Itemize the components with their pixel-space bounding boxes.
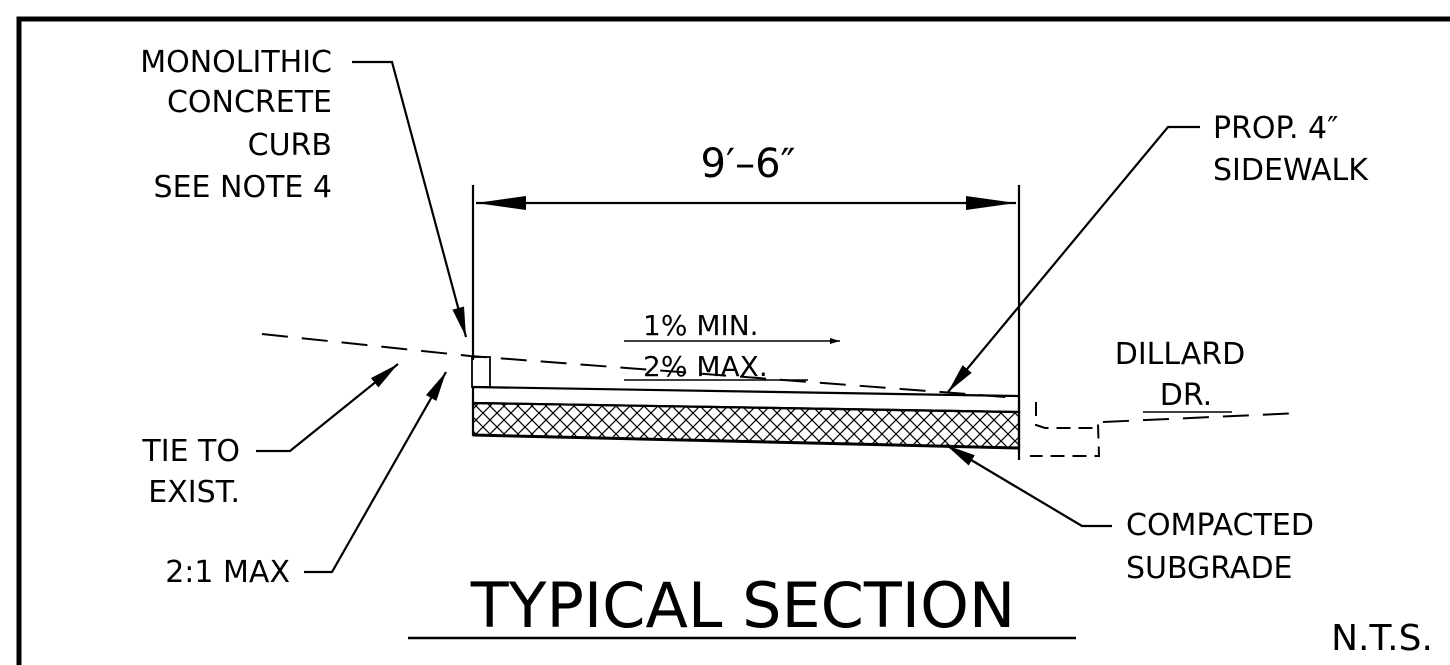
road-grade-line [1102, 412, 1301, 423]
tie-label: TIE TO EXIST. [141, 434, 240, 510]
subgrade-leader [945, 444, 1112, 528]
max-slope-leader [304, 371, 447, 574]
drawing-border [16, 16, 1450, 665]
width-dimension-label: 9′–6″ [701, 141, 796, 187]
subgrade-label: COMPACTED SUBGRADE [1126, 508, 1314, 586]
road-label: DILLARD DR. [1115, 337, 1246, 413]
sidewalk-label: PROP. 4″ SIDEWALK [1213, 111, 1369, 188]
sidewalk-leader [947, 125, 1200, 393]
curb-label-line1: MONOLITHIC [140, 45, 332, 80]
road-curb-dashed [1030, 402, 1101, 457]
tie-label-line2: EXIST. [148, 475, 240, 510]
curb-label-line2: CONCRETE [167, 85, 332, 120]
scale-label: N.T.S. [1331, 618, 1433, 659]
curb [471, 356, 491, 388]
curb-label-line4: SEE NOTE 4 [154, 170, 332, 205]
road-label-line1: DILLARD [1115, 337, 1246, 372]
existing-grade-line [261, 333, 1020, 399]
max-slope-label: 2:1 MAX [165, 555, 290, 590]
sidewalk-label-line2: SIDEWALK [1213, 153, 1369, 188]
subgrade-label-line1: COMPACTED [1126, 508, 1314, 543]
subgrade-bottom [472, 433, 1020, 450]
slope-min-label: 1% MIN. [643, 309, 759, 342]
tie-leader [256, 363, 399, 453]
curb-label-line3: CURB [248, 128, 332, 163]
tie-label-line1: TIE TO [141, 434, 240, 469]
drawing-title: TYPICAL SECTION [470, 569, 1016, 642]
curb-label: MONOLITHIC CONCRETE CURB SEE NOTE 4 [140, 45, 332, 205]
curb-leader [352, 60, 468, 338]
road-label-line2: DR. [1160, 378, 1212, 413]
subgrade-label-line2: SUBGRADE [1126, 551, 1293, 586]
sidewalk-label-line1: PROP. 4″ [1213, 111, 1338, 146]
